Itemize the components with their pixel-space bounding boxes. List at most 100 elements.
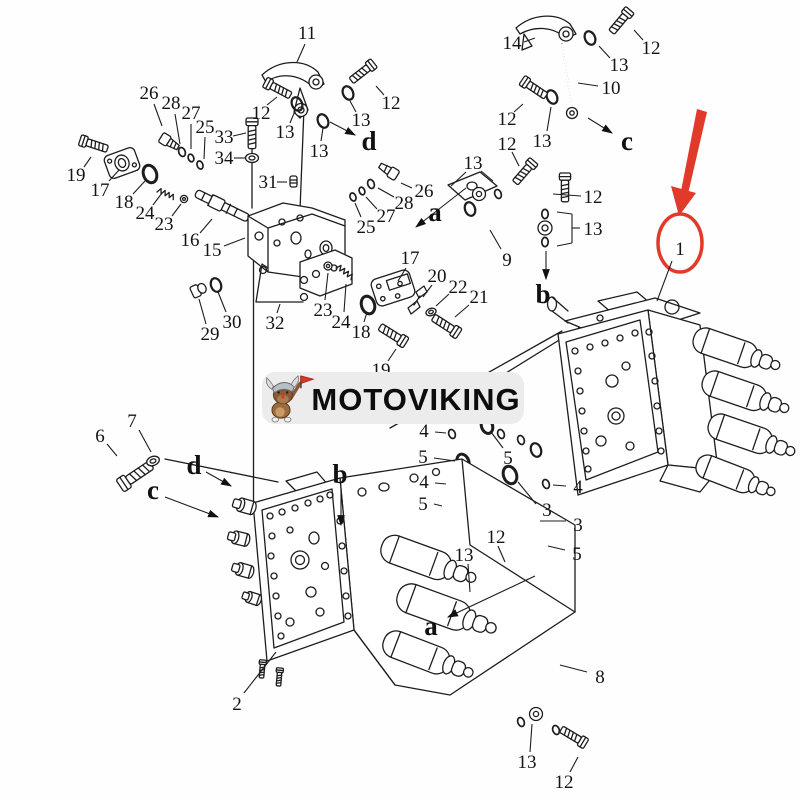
- part-label-25: 25: [196, 117, 215, 138]
- part-label-28: 28: [395, 193, 414, 214]
- part-label-16: 16: [181, 230, 200, 251]
- leader-line: [376, 86, 384, 95]
- part-label-2: 2: [232, 694, 242, 715]
- ref-letter-d: d: [186, 450, 201, 480]
- pipe-9: [473, 188, 546, 232]
- leader-line: [165, 497, 220, 517]
- leader-line: [553, 485, 566, 486]
- part-label-7: 7: [127, 411, 137, 432]
- pilot-valve-group-center: [324, 161, 463, 349]
- part-label-19: 19: [67, 165, 86, 186]
- oring: [527, 440, 545, 460]
- part-label-15: 15: [203, 240, 222, 261]
- part-label-13: 13: [610, 55, 629, 76]
- part-label-30: 30: [223, 312, 242, 333]
- leader-line: [350, 101, 356, 112]
- pilot-valve-body-15: [248, 203, 352, 296]
- valve1-spool: [698, 367, 794, 423]
- part-label-12: 12: [642, 38, 661, 59]
- relief-valve-26: [377, 161, 400, 181]
- leader-line: [514, 104, 523, 112]
- leader-line: [570, 757, 578, 772]
- watermark-text: MOTOVIKING: [311, 382, 520, 417]
- bolt-12: [606, 5, 635, 37]
- oring-4: [540, 477, 552, 491]
- bracket-32: [256, 264, 303, 302]
- part-label-18: 18: [115, 192, 134, 213]
- part-label-34: 34: [215, 148, 235, 169]
- part-label-31: 31: [259, 172, 278, 193]
- leader-line: [233, 133, 246, 136]
- leader-line: [401, 183, 412, 188]
- leader-line: [599, 46, 610, 58]
- leader-line: [455, 305, 469, 317]
- leader-line: [524, 38, 535, 42]
- part-label-17: 17: [401, 248, 420, 269]
- mascot-viking-dog: [266, 376, 313, 422]
- part-label-6: 6: [95, 426, 105, 447]
- part-label-21: 21: [470, 287, 489, 308]
- part-label-33: 33: [215, 127, 234, 148]
- leader-line: [199, 299, 206, 324]
- leader-line: [344, 284, 346, 312]
- spring-24: [156, 187, 176, 201]
- ref-letter-c: c: [621, 126, 633, 156]
- part-label-28: 28: [162, 93, 181, 114]
- part-label-23: 23: [314, 300, 333, 321]
- oring-13: [515, 715, 527, 729]
- detent-20: [408, 286, 427, 314]
- part-label-12: 12: [252, 103, 271, 124]
- leader-line: [553, 194, 581, 196]
- leader-line: [175, 114, 180, 144]
- leader-line: [398, 268, 406, 281]
- part-label-12: 12: [487, 527, 506, 548]
- viking-helmet: [272, 383, 294, 393]
- oring-25: [195, 159, 205, 171]
- bolt-12: [347, 58, 378, 86]
- part-label-1: 1: [675, 239, 685, 260]
- leader-line: [84, 157, 91, 167]
- leader-line: [218, 292, 226, 312]
- leader-line: [139, 430, 151, 452]
- plug-29-group: [189, 264, 307, 302]
- washer-34: [244, 152, 260, 164]
- leader-line: [224, 238, 245, 246]
- oring-28: [365, 177, 377, 191]
- part-label-4: 4: [573, 477, 583, 498]
- bracket-13: [557, 212, 572, 246]
- part-label-3: 3: [573, 515, 583, 536]
- part-label-32: 32: [266, 313, 285, 334]
- leader-line: [172, 204, 181, 216]
- leader-line: [512, 152, 519, 166]
- valve1-holes: [572, 329, 664, 472]
- leader-line: [206, 472, 232, 487]
- lever-14-group: [516, 5, 635, 119]
- leader-line: [498, 546, 505, 562]
- leader-line: [330, 122, 356, 136]
- ref-letter-b: b: [535, 279, 550, 309]
- part-label-9: 9: [502, 250, 512, 271]
- leader-line: [657, 261, 672, 301]
- valve1-spool: [704, 410, 800, 466]
- leader-line: [415, 188, 466, 228]
- part-label-13: 13: [455, 545, 474, 566]
- valve2-end-cap: [240, 589, 264, 607]
- part-label-8: 8: [595, 667, 605, 688]
- part-label-13: 13: [464, 153, 483, 174]
- rod-10: [562, 44, 578, 119]
- bolt-19: [376, 321, 410, 349]
- oring-13: [339, 83, 357, 103]
- part-label-12: 12: [382, 93, 401, 114]
- leader-line: [634, 30, 643, 40]
- leader-line: [547, 107, 551, 131]
- part-label-5: 5: [572, 544, 582, 565]
- ref-letter-a: a: [428, 197, 442, 227]
- part-label-24: 24: [332, 312, 352, 333]
- part-label-18: 18: [352, 322, 371, 343]
- ref-letter-a: a: [424, 611, 438, 641]
- leader-line: [490, 230, 501, 249]
- part-label-4: 4: [419, 421, 429, 442]
- valve2-end-cap: [230, 560, 256, 580]
